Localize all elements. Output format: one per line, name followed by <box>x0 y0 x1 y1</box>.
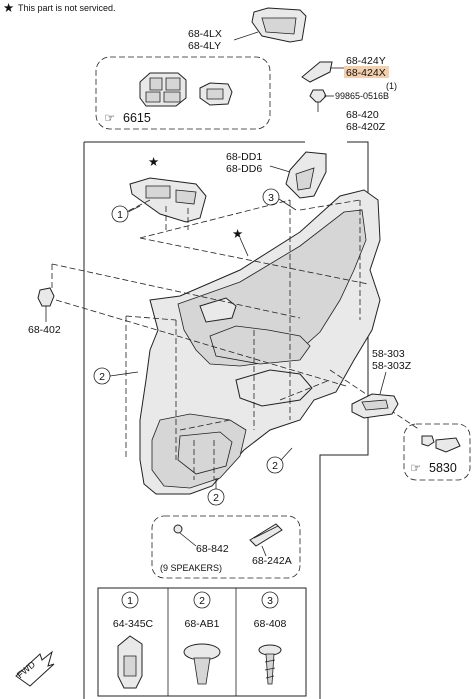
callout-1-circle <box>111 205 129 223</box>
grille-label: 68-242A <box>252 555 292 567</box>
inner-handle-label-1: 58-303 <box>372 348 405 360</box>
screw-part <box>309 89 327 112</box>
inner-handle-label-2: 58-303Z <box>372 360 412 372</box>
door-trim-label-1: 68-420 <box>346 109 379 121</box>
screw-icon <box>258 644 282 685</box>
door-trim-label-2: 68-420Z <box>346 121 386 133</box>
legend-1-part: 64-345C <box>113 618 154 630</box>
trim-cap-label-2: 68-424X <box>346 67 386 79</box>
window-switch-single <box>199 82 233 106</box>
grommet-part <box>173 524 183 534</box>
switch-group-box <box>95 56 271 130</box>
clip-qty-label: (1) <box>386 81 397 91</box>
grommet-label: 68-842 <box>196 543 229 555</box>
ref-6615: 6615 <box>123 111 151 125</box>
legend-2-circle <box>193 591 211 609</box>
handle-screw-part <box>421 435 461 453</box>
clip-402-label: 68-402 <box>28 324 61 336</box>
callout-1-label: 1 <box>117 209 123 221</box>
inner-handle-part <box>351 393 399 419</box>
handle-group-box <box>403 423 471 481</box>
fwd-label: FWD <box>15 659 38 680</box>
not-serviced-note: This part is not serviced. <box>18 3 116 13</box>
dashed-guides <box>51 199 421 480</box>
pull-handle-label-1: 68-DD1 <box>226 151 262 163</box>
screw-part-label: 99865-0516B <box>335 91 389 101</box>
callout-2-left-label: 2 <box>99 371 105 383</box>
pull-handle-label-2: 68-DD6 <box>226 163 262 175</box>
callout-3-label: 3 <box>268 192 274 204</box>
not-serviced-star-1: ★ <box>148 155 159 169</box>
pull-handle-part <box>285 151 327 199</box>
switch-bezel-part <box>251 7 307 43</box>
door-trim-panel <box>139 189 381 495</box>
fastener-legend-table <box>97 587 307 697</box>
not-serviced-star-2: ★ <box>232 227 243 241</box>
armrest-switch-panel <box>129 177 207 223</box>
legend-3-num: 3 <box>267 595 273 607</box>
speaker-grille-part <box>249 523 283 547</box>
legend-3-part: 68-408 <box>254 618 287 630</box>
hand-pointer-icon: ☞ <box>104 111 115 125</box>
legend-2-part: 68-AB1 <box>184 618 219 630</box>
highlight-marker <box>344 66 389 78</box>
legend-1-num: 1 <box>127 595 133 607</box>
legend-3-circle <box>261 591 279 609</box>
door-trim-frame <box>83 141 369 699</box>
fwd-arrow-icon: FWD <box>15 650 55 687</box>
switch-bezel-label-1: 68-4LX <box>188 28 222 40</box>
legend-2-num: 2 <box>199 595 205 607</box>
speaker-group-box <box>151 515 301 579</box>
window-switch-master <box>139 72 187 107</box>
callout-2-bottom-label: 2 <box>213 492 219 504</box>
ref-5830: 5830 <box>429 461 457 475</box>
speakers-note: (9 SPEAKERS) <box>160 563 222 573</box>
trim-cap-part <box>301 61 333 83</box>
clip-402-part <box>37 287 55 307</box>
hand-pointer-icon-2: ☞ <box>410 461 421 475</box>
star-icon: ★ <box>3 1 14 15</box>
callout-2-right-label: 2 <box>272 460 278 472</box>
legend-1-circle <box>121 591 139 609</box>
callout-2-right-circle <box>266 456 284 474</box>
trim-cap-label-1: 68-424Y <box>346 55 386 67</box>
fastener-clip-icon <box>117 635 143 689</box>
switch-bezel-label-2: 68-4LY <box>188 40 221 52</box>
push-clip-icon <box>183 643 221 685</box>
